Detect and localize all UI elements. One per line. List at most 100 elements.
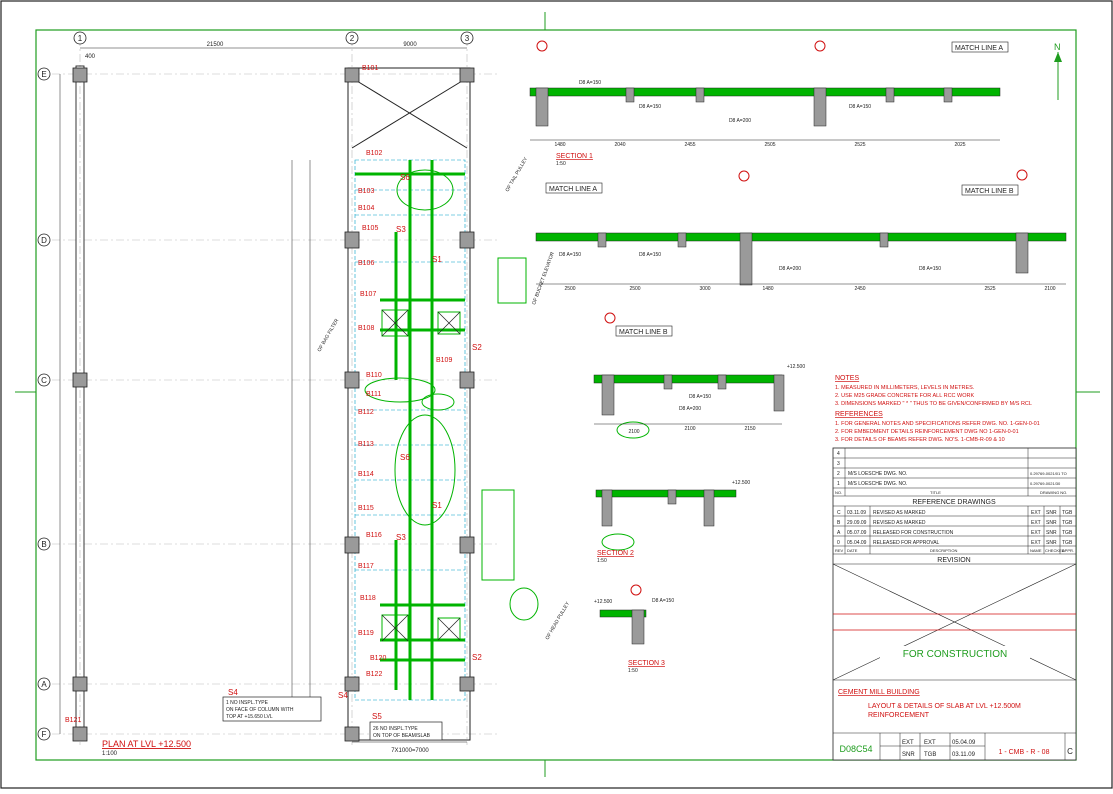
slab-zone: [394, 414, 456, 526]
svg-text:C: C: [837, 510, 841, 516]
column: [459, 67, 475, 83]
slab-section: [535, 232, 1067, 242]
rebar-text: D8 A=150: [919, 266, 941, 272]
rebar-text: D8 A=150: [559, 252, 581, 258]
column: [344, 371, 360, 389]
svg-text:0.29769-0021/01 TO: 0.29769-0021/01 TO: [1030, 471, 1067, 476]
grid-label: C: [41, 376, 47, 385]
beam-section: [703, 489, 715, 527]
equipment-x: [437, 311, 461, 335]
pulley-label: OF BUCKET ELEVATOR: [531, 251, 556, 306]
drawing-title: LAYOUT & DETAILS OF SLAB AT LVL +12.500M: [868, 703, 1021, 710]
beam-label: B112: [358, 409, 374, 416]
slab-zone: [396, 169, 454, 211]
section-1: 1480 2040 2455 2505 2525 2025 D8 A=150 D…: [529, 40, 1009, 167]
match-line-label: [545, 182, 603, 194]
beam-label: B119: [358, 630, 374, 637]
slab-mark: S2: [472, 343, 482, 352]
svg-text:SNR: SNR: [1046, 540, 1057, 546]
beam-section: [535, 87, 549, 127]
beam-label: B117: [358, 563, 374, 570]
dim-text: 2025: [954, 142, 965, 148]
match-line-text: MATCH LINE A: [955, 45, 1003, 52]
dim-text: 21500: [207, 42, 224, 48]
svg-text:0: 0: [837, 540, 840, 546]
svg-text:DRAWING NO.: DRAWING NO.: [1040, 490, 1067, 495]
beam-label: B110: [366, 372, 382, 379]
section-match-b: MATCH LINE B 2100 2100 2150 D8 A=150 D8 …: [593, 312, 805, 435]
svg-text:03.11.09: 03.11.09: [952, 752, 976, 758]
beam-label: B101: [362, 65, 378, 72]
grid-bubble: [460, 31, 474, 45]
beam-section: [601, 374, 615, 416]
beam-label: B103: [358, 188, 374, 195]
slab-mark: S6: [400, 173, 410, 182]
grid-bubble: [37, 537, 51, 551]
slab-section: [595, 489, 737, 498]
dim-text: 2150: [744, 426, 755, 432]
svg-text:TGB: TGB: [1062, 530, 1073, 536]
title-block-frame: [832, 447, 1077, 761]
pulley-label: OF HEAD PULLEY: [545, 600, 572, 641]
beam-section: [663, 374, 673, 390]
svg-text:05.04.09: 05.04.09: [847, 540, 867, 546]
beam-section: [813, 87, 827, 127]
column: [72, 676, 88, 692]
match-line-label: [961, 184, 1019, 196]
rebar-text: D8 A=200: [729, 118, 751, 124]
level-text: +12.500: [732, 480, 750, 486]
slab-mark: S1: [432, 501, 442, 510]
notes-item: 2. USE M25 GRADE CONCRETE FOR ALL RCC WO…: [835, 393, 974, 399]
beam-label: B111: [366, 391, 381, 398]
section-scale: 1:50: [556, 161, 566, 167]
job-number: D08C54: [839, 744, 872, 754]
column: [72, 372, 88, 388]
svg-text:3: 3: [837, 461, 840, 467]
svg-text:03.11.09: 03.11.09: [847, 510, 866, 516]
grid-bubble: [1016, 169, 1028, 181]
beam-label: B104: [358, 205, 374, 212]
beam-label: B114: [358, 471, 374, 478]
column: [344, 231, 360, 249]
dim-text: 1480: [554, 142, 565, 148]
column: [459, 231, 475, 249]
section-2: SECTION 2 1:50 +12.500: [595, 480, 750, 564]
section-title: SECTION 2: [597, 550, 634, 557]
slab-zone: [601, 533, 635, 551]
match-line-text: MATCH LINE B: [965, 188, 1014, 195]
pulley-label: OF TAIL PULLEY: [505, 156, 530, 193]
grid-bubble: [630, 584, 642, 596]
beam-label: B102: [366, 150, 382, 157]
dim-text: 2500: [564, 286, 575, 292]
svg-text:REVISED AS MARKED: REVISED AS MARKED: [873, 510, 926, 516]
beam-section: [597, 232, 607, 248]
slab-zone: [509, 587, 539, 621]
slab-section: [529, 87, 1001, 97]
refs-item: 3. FOR DETAILS OF BEAMS REFER DWG. NO'S.…: [835, 437, 1005, 443]
dim-text: 3000: [699, 286, 710, 292]
beam-section: [739, 232, 753, 286]
beam-section: [1015, 232, 1029, 274]
svg-text:NAME: NAME: [1030, 548, 1042, 553]
equipment-box: [437, 617, 461, 641]
grid-bubble: [73, 31, 87, 45]
status-box: [880, 646, 1030, 660]
insert-note: TOP AT +15.650 LVL: [226, 714, 273, 720]
drawing-number: 1 - CMB - R - 08: [999, 749, 1050, 756]
svg-text:APPR.: APPR.: [1062, 548, 1074, 553]
refs-item: 2. FOR EMBEDMENT DETAILS REINFORCEMENT D…: [835, 429, 1019, 435]
slab-zone: [616, 421, 650, 439]
column: [344, 536, 360, 554]
section-scale: 1:50: [597, 558, 607, 564]
equipment-x: [381, 614, 409, 642]
svg-text:M/S LOESCHE DWG. NO.: M/S LOESCHE DWG. NO.: [848, 481, 907, 487]
column: [459, 536, 475, 554]
column: [344, 726, 360, 742]
slab-mark: S3: [396, 533, 406, 542]
grid-label: B: [41, 540, 46, 549]
grid-label: 2: [350, 34, 355, 43]
svg-text:B: B: [837, 520, 841, 526]
dim-text: 2100: [684, 426, 695, 432]
